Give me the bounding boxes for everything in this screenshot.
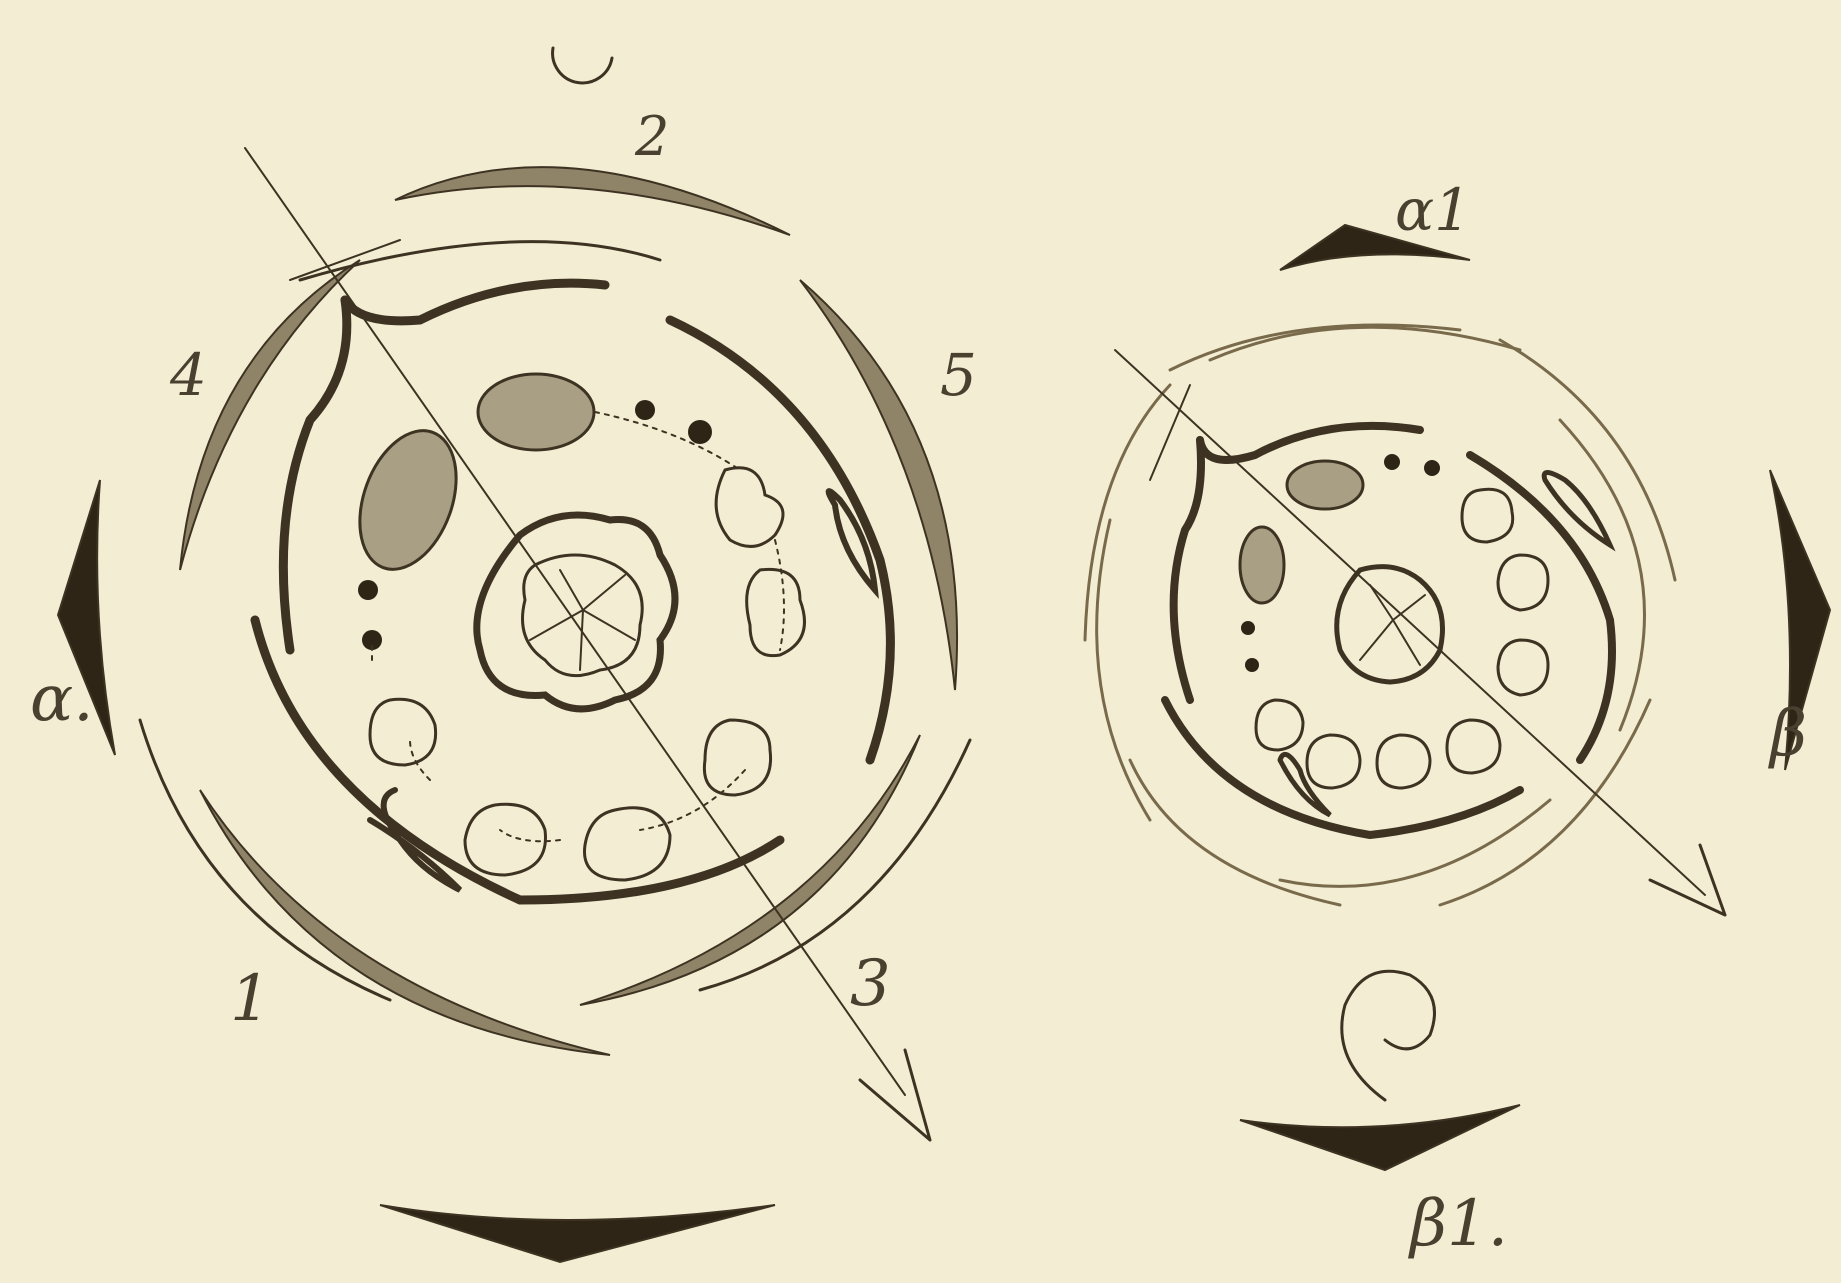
left-sepal-2 xyxy=(395,167,790,235)
right-stamen-anther-grey-2 xyxy=(1240,527,1284,603)
label-sepal-1: 1 xyxy=(230,962,271,1036)
left-petal-arc-top xyxy=(300,242,660,280)
left-petal-thick-left xyxy=(283,300,346,650)
right-gynoecium-locules xyxy=(1360,585,1425,665)
left-sepal-4 xyxy=(180,260,360,570)
right-floral-diagram xyxy=(1085,225,1830,1170)
left-gynoecium-locules xyxy=(530,570,635,670)
right-petal-fold-right xyxy=(1544,473,1610,546)
left-top-bract-arc xyxy=(553,48,612,83)
label-sepal-4: 4 xyxy=(169,341,207,409)
label-beta: β xyxy=(1768,697,1807,771)
label-sepal-5: 5 xyxy=(940,341,977,409)
right-bract-bottom xyxy=(1240,1105,1520,1170)
left-axis-arrowhead xyxy=(860,1050,930,1140)
right-spiral-symbol xyxy=(1342,971,1435,1100)
left-gynoecium-outer xyxy=(477,515,675,709)
label-alpha: α. xyxy=(30,662,94,736)
left-petal-thick-top xyxy=(345,283,605,321)
left-stamen-anther-grey-2 xyxy=(342,417,474,582)
right-petal-thick-top xyxy=(1200,426,1420,460)
left-sepal-5 xyxy=(800,280,957,690)
right-stamen-lobes xyxy=(1256,489,1548,788)
label-alpha1: α1 xyxy=(1395,176,1471,244)
label-beta1: β1. xyxy=(1408,1187,1508,1261)
left-petal-thick-right xyxy=(670,320,890,760)
label-sepal-2: 2 xyxy=(634,105,669,168)
right-petal-thick-left xyxy=(1174,440,1201,700)
label-sepal-3: 3 xyxy=(850,947,891,1021)
right-stamen-anther-grey-1 xyxy=(1287,461,1363,509)
left-bract-bottom xyxy=(380,1205,775,1262)
left-stamen-anther-grey-1 xyxy=(478,374,594,450)
left-floral-diagram xyxy=(58,48,970,1262)
